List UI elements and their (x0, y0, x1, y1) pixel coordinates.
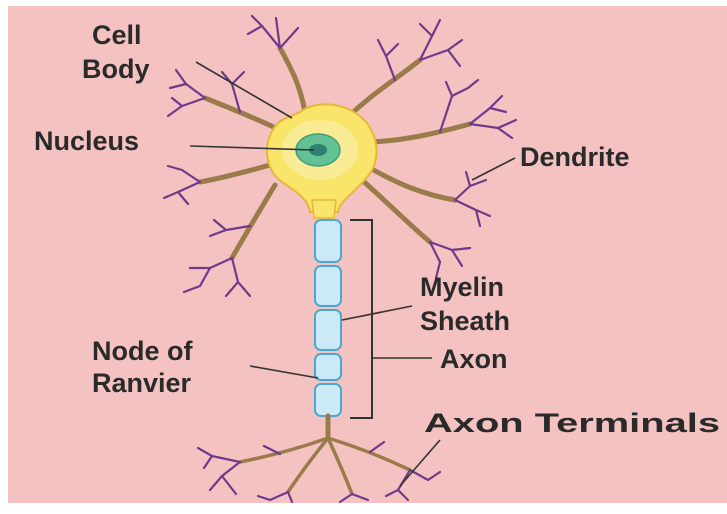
label-axon: Axon (440, 344, 508, 374)
myelin-segment (315, 220, 341, 262)
myelin-segment (315, 384, 341, 416)
label-cell-body-line2: Body (82, 54, 150, 84)
myelin-segment (315, 354, 341, 380)
label-nucleus: Nucleus (34, 126, 139, 156)
label-myelin-line2: Sheath (420, 306, 510, 336)
label-dendrite: Dendrite (520, 142, 630, 172)
label-axon-terminals: Axon Terminals (424, 408, 720, 438)
axon-hillock (312, 200, 336, 218)
label-node-line2: Ranvier (92, 368, 192, 398)
myelin-segment (315, 266, 341, 306)
label-node-line1: Node of (92, 336, 193, 366)
label-myelin-line1: Myelin (420, 272, 504, 302)
myelin-segment (315, 310, 341, 350)
label-cell-body-line1: Cell (92, 20, 142, 50)
myelin-sheath (315, 220, 341, 416)
